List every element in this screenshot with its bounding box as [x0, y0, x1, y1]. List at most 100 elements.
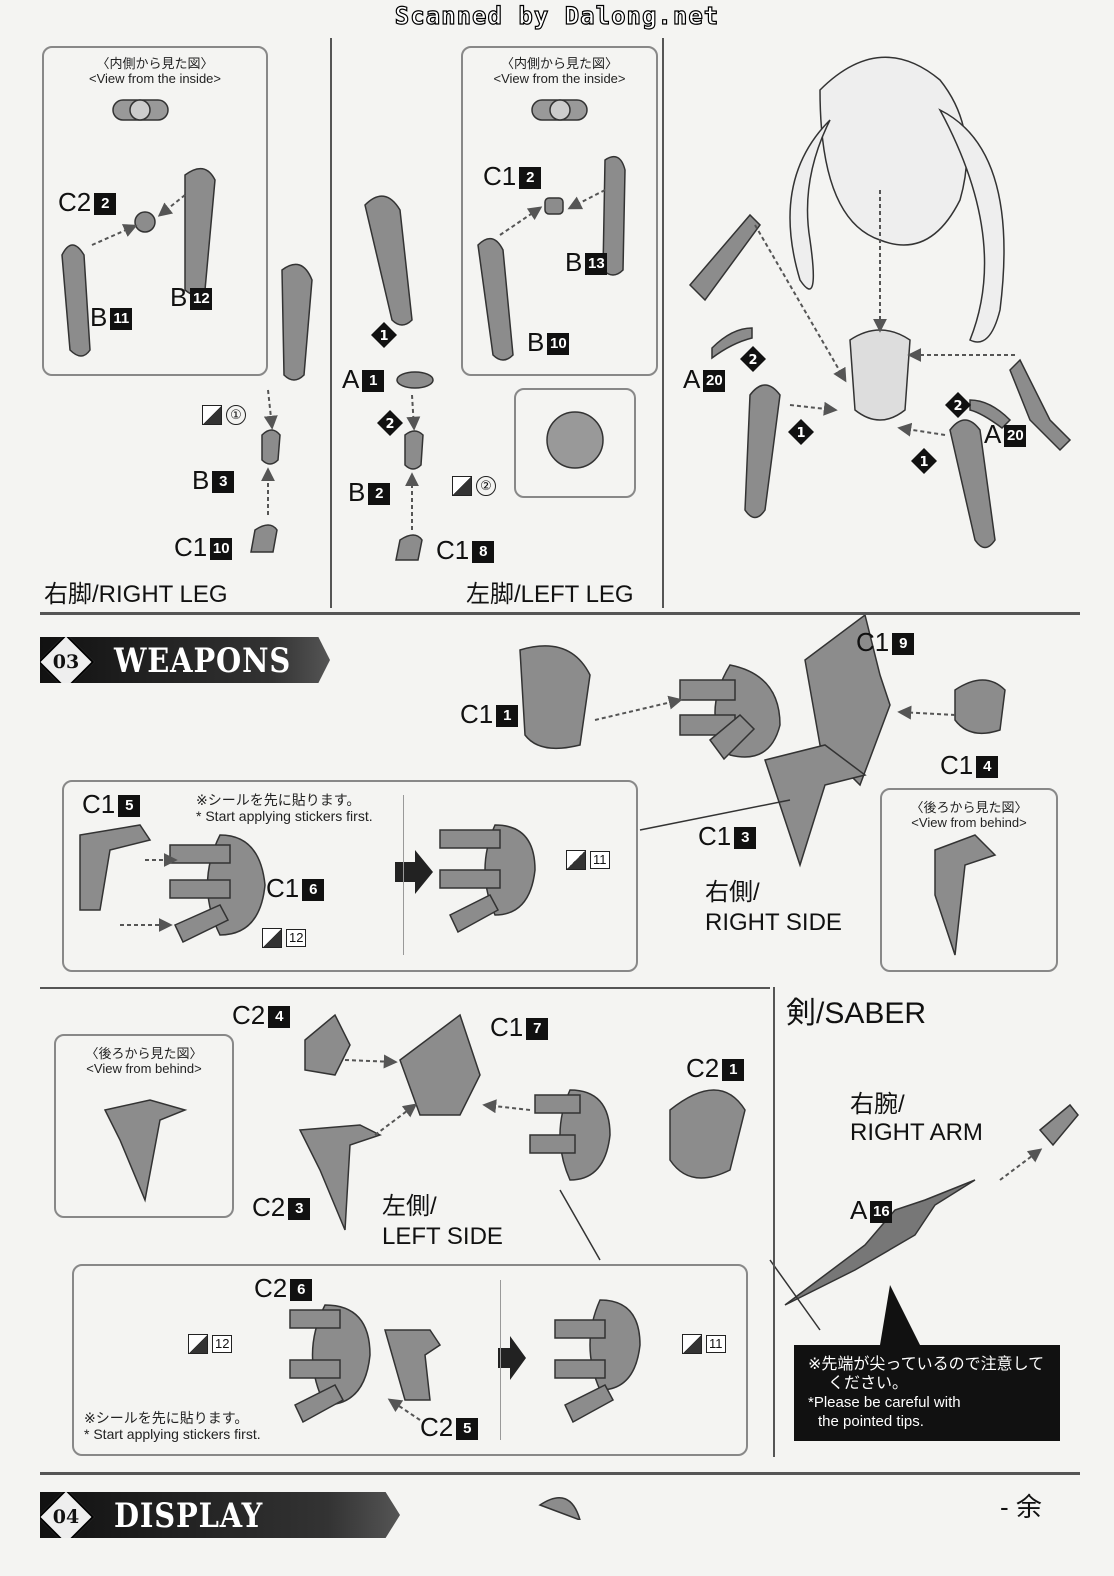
foot-part: [250, 524, 278, 553]
section-number-badge: 04: [40, 1492, 95, 1538]
detail-ring: [546, 411, 604, 469]
sticker-note-ja: ※シールを先に貼ります。: [84, 1410, 249, 1426]
behind-view-ja: 〈後ろから見た図〉: [85, 1046, 203, 1061]
sticker-icon: [188, 1334, 208, 1354]
assembled-tube-1: [439, 829, 501, 849]
section-banner: 03 WEAPONS: [40, 637, 330, 683]
section-title: DISPLAY BASE: [114, 1496, 264, 1576]
section-number-badge: 03: [40, 637, 95, 683]
wing-part-1: [804, 613, 891, 787]
hub-part-4: [311, 1304, 371, 1406]
sticker-icon: [682, 1334, 702, 1354]
left-leg-figure: [744, 384, 781, 519]
svg-text:1: 1: [379, 329, 388, 344]
thigh-outer-part: [281, 263, 313, 381]
torso-part: [849, 329, 911, 421]
sticker-note-en: * Start applying stickers first.: [196, 808, 373, 824]
left-tube-1: [534, 1094, 581, 1114]
svg-text:2: 2: [953, 399, 962, 414]
bracket-part-2: [384, 1329, 442, 1401]
twin-tail-right: [938, 108, 1005, 343]
inside-view-ja: 〈内側から見た図〉: [500, 56, 618, 71]
section-rule: [40, 1472, 1080, 1475]
sticker-icon: [452, 476, 472, 496]
caution-ja-line-1: ※先端が尖っているので注意して: [808, 1356, 1045, 1373]
fin-part-1: [304, 1013, 351, 1076]
sticker-number: 12: [286, 929, 307, 947]
behind-view-ja: 〈後ろから見た図〉: [910, 800, 1028, 815]
section-rule: [40, 612, 1080, 615]
svg-text:2: 2: [748, 353, 757, 368]
svg-text:1: 1: [919, 455, 928, 470]
blade-part-back: [934, 834, 997, 956]
bracket-part: [79, 824, 152, 911]
left-arm-armor: [711, 327, 753, 360]
subassembly-panel: [72, 1264, 748, 1456]
sticker-marker: 12: [262, 928, 307, 948]
cover-part-1: [519, 645, 591, 750]
sticker-number: 11: [706, 1335, 726, 1353]
left-sub-tube-2: [289, 1359, 341, 1379]
divider: [330, 38, 332, 608]
right-arm-armor: [969, 399, 1012, 429]
behind-view-panel: 〈後ろから見た図〉 <View from behind>: [54, 1034, 234, 1218]
sticker-note-en: * Start applying stickers first.: [84, 1426, 261, 1442]
inside-view-panel: 〈内側から見た図〉 <View from the inside>: [461, 46, 658, 376]
divider: [662, 38, 664, 608]
base-part-hint: [538, 1496, 581, 1520]
left-sub-tube-1: [289, 1309, 341, 1329]
saber-title: 剣/SABER: [786, 997, 927, 1030]
caution-en-line-1: *Please be careful with: [808, 1394, 961, 1411]
divider: [403, 795, 404, 955]
assembled-tube-2: [439, 869, 501, 889]
shin-part: [261, 429, 281, 465]
saber-arm-part: [1038, 1103, 1079, 1147]
svg-text:2: 2: [385, 417, 394, 432]
sticker-number: 11: [590, 851, 610, 869]
lower-leg-part: [404, 430, 424, 470]
watermark: Scanned by Dalong.net: [394, 1, 720, 30]
section-title: WEAPONS: [114, 641, 292, 681]
inside-view-panel: 〈内側から見た図〉 <View from the inside>: [42, 46, 268, 376]
right-arm-part: [1009, 358, 1072, 452]
left-tube-2: [529, 1134, 576, 1154]
caution-ja-line-2: ください。: [828, 1375, 909, 1392]
left-sub-tube-3: [294, 1384, 345, 1424]
left-leg-title: 左脚/LEFT LEG: [466, 581, 634, 608]
assembled-sub-tube-2: [554, 1359, 606, 1379]
divider: [40, 987, 770, 989]
left-arm-part: [688, 213, 761, 302]
end-cap-part: [954, 679, 1006, 735]
divider: [773, 987, 775, 1457]
upper-leg-part: [364, 195, 413, 326]
joint-part: [134, 211, 156, 233]
sticker-note-ja: ※シールを先に貼ります。: [196, 792, 361, 808]
sticker-marker: 11: [566, 850, 610, 870]
wing-part-2: [399, 1013, 481, 1116]
left-side-label-en: LEFT SIDE: [382, 1223, 503, 1250]
inside-view-en: <View from the inside>: [493, 71, 626, 86]
inside-view-ja: 〈内側から見た図〉: [96, 56, 214, 71]
behind-view-en: <View from behind>: [86, 1061, 202, 1076]
sticker-marker: 12: [188, 1334, 233, 1354]
barrel-3: [708, 713, 756, 761]
corner-text: - 余: [1000, 1492, 1042, 1522]
sticker-marker: 11: [682, 1334, 726, 1354]
